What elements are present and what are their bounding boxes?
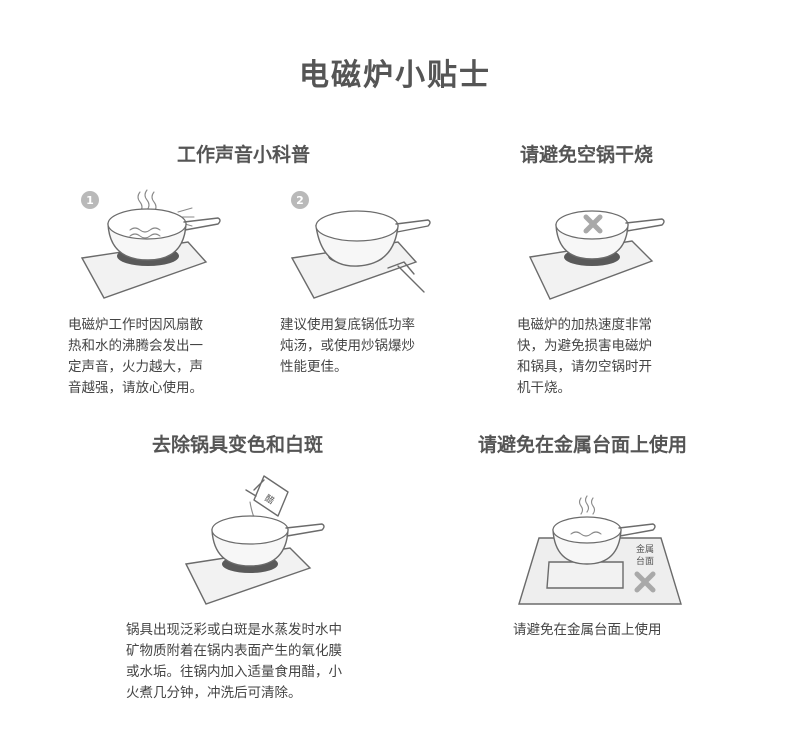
metal-description: 请避免在金属台面上使用: [513, 622, 662, 638]
step-number-2: 2: [296, 194, 304, 207]
stain-description: 锅具出现泛彩或白斑是水蒸发时水中 矿物质附着在锅内表面产生的氧化膜 或水垢。往锅…: [126, 622, 342, 701]
section-title-stain: 去除锅具变色和白斑: [152, 434, 324, 456]
vinegar-bottle-icon: 醋: [245, 475, 289, 517]
pan-handle: [183, 217, 221, 231]
step-number-badge-2: [291, 191, 309, 209]
bottle-label: 醋: [263, 492, 277, 507]
step-number-badge-1: [81, 191, 99, 209]
step-number-1: 1: [86, 194, 94, 207]
dry-burn-description: 电磁炉的加热速度非常 快，为避免损害电磁炉 和锅具，请勿空锅时开 机干烧。: [517, 317, 652, 396]
pan-icon: [552, 516, 622, 544]
section-title-metal: 请避免在金属台面上使用: [478, 434, 688, 456]
section-title-dry-burn: 请避免空锅干烧: [520, 144, 654, 166]
hand-icon: [387, 261, 425, 293]
cooktop-illustration-2: 2: [290, 191, 431, 299]
cooktop-illustration-1: 1: [80, 189, 221, 299]
dry-burn-illustration: [528, 210, 665, 300]
sound-step1-description: 电磁炉工作时因风扇散 热和水的沸腾会发出一 定声音，火力越大，声 音越强，请放心…: [68, 317, 203, 396]
section-title-sound: 工作声音小科普: [177, 144, 311, 166]
metal-tag-line1: 金属: [636, 543, 654, 555]
metal-tag-line2: 台面: [636, 555, 654, 567]
pan-icon: [211, 515, 289, 545]
steam-icon: [584, 495, 590, 513]
page-title: 电磁炉小贴士: [299, 58, 491, 93]
vinegar-illustration: 醋: [184, 475, 325, 605]
sound-step2-description: 建议使用复底锅低功率 炖汤，或使用炒锅爆炒 性能更佳。: [280, 317, 415, 375]
metal-surface-illustration: 金属 台面: [518, 495, 682, 605]
pan-icon: [107, 208, 187, 240]
